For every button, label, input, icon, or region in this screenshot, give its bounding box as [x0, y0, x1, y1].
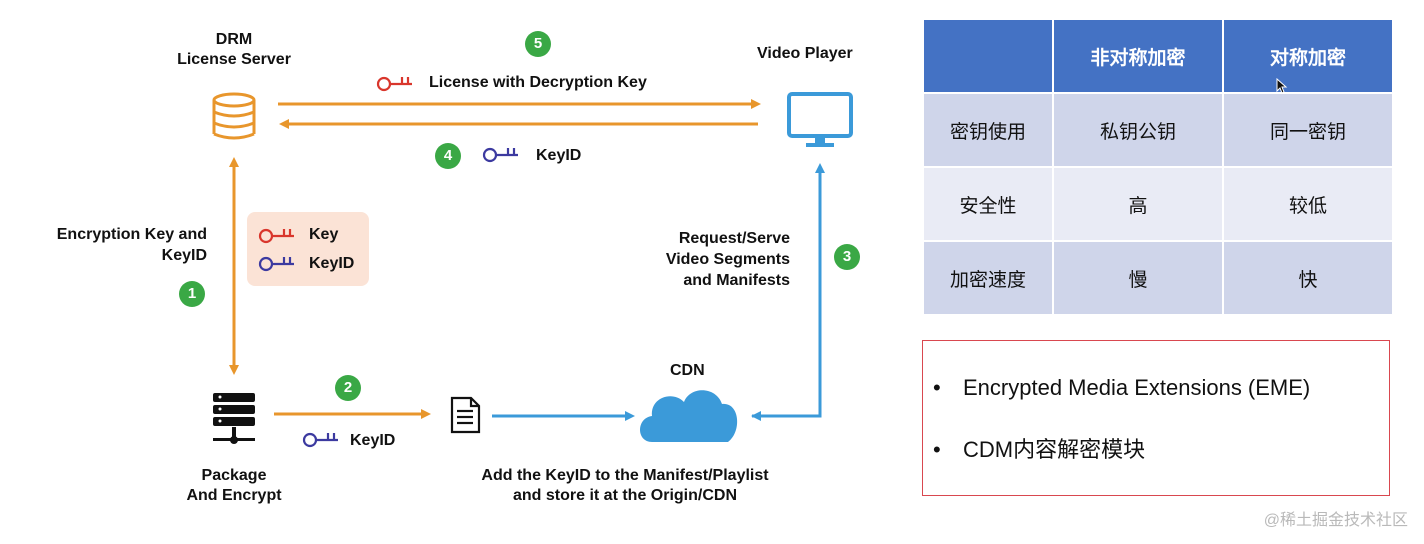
drm-server-label: DRM License Server: [150, 30, 318, 70]
encryption-key-line2: KeyID: [161, 247, 207, 264]
server-icon: [213, 393, 255, 444]
step-2-badge: 2: [335, 375, 361, 401]
request-label: Request/Serve Video Segments and Manifes…: [600, 228, 790, 291]
request-line3: and Manifests: [683, 272, 790, 289]
step-4-badge: 4: [435, 143, 461, 169]
table-cell: 私钥公钥: [1052, 92, 1224, 168]
cdn-label: CDN: [670, 362, 705, 379]
keybox-key-label: Key: [309, 226, 339, 243]
drm-label-line2: License Server: [177, 51, 291, 68]
table-header-cell: 对称加密: [1222, 18, 1394, 94]
request-line2: Video Segments: [665, 251, 790, 268]
table-row: 密钥使用 私钥公钥 同一密钥: [922, 92, 1394, 168]
keyid-label-top: KeyID: [536, 147, 582, 164]
drm-diagram: [212, 76, 853, 448]
note-item: • Encrypted Media Extensions (EME): [933, 375, 1310, 401]
step-5-badge: 5: [525, 31, 551, 57]
keybox: [247, 212, 369, 286]
video-player-label: Video Player: [757, 45, 853, 62]
table-header-row: 非对称加密 对称加密: [922, 18, 1394, 94]
manifest-line1: Add the KeyID to the Manifest/Playlist: [481, 467, 769, 484]
note-item: • CDM内容解密模块: [933, 432, 1145, 464]
keybox-keyid-label: KeyID: [309, 255, 355, 272]
monitor-icon: [787, 92, 853, 147]
manifest-label: Add the KeyID to the Manifest/Playlist a…: [420, 466, 830, 506]
note-text: CDM内容解密模块: [963, 437, 1146, 462]
bullet-icon: •: [933, 375, 941, 400]
notes-box: • Encrypted Media Extensions (EME) • CDM内容…: [922, 340, 1390, 496]
comparison-table: 非对称加密 对称加密 密钥使用 私钥公钥 同一密钥 安全性 高 较低 加密速度 …: [922, 18, 1394, 316]
package-keyid-icon: [302, 432, 338, 448]
table-cell: 较低: [1222, 166, 1394, 242]
table-header-cell: 非对称加密: [1052, 18, 1224, 94]
packager-line1: Package: [201, 467, 267, 484]
keybox-icons-layer: [258, 228, 294, 272]
step-1-badge: 1: [179, 281, 205, 307]
mouse-cursor-icon: [1276, 78, 1288, 94]
cloud-icon: [640, 390, 738, 442]
database-icon: [212, 92, 256, 140]
license-key-icon: [376, 76, 412, 92]
encryption-key-line1: Encryption Key and: [56, 226, 207, 243]
table-row: 安全性 高 较低: [922, 166, 1394, 242]
table-cell: 安全性: [922, 166, 1054, 242]
step-3-badge: 3: [834, 244, 860, 270]
document-icon: [450, 396, 481, 434]
drm-label-line1: DRM: [215, 31, 253, 48]
table-cell: 密钥使用: [922, 92, 1054, 168]
keyid-key-icon-top: [482, 147, 518, 163]
package-keyid-label: KeyID: [350, 432, 396, 449]
manifest-line2: and store it at the Origin/CDN: [512, 487, 737, 504]
table-cell: 高: [1052, 166, 1224, 242]
packager-line2: And Encrypt: [186, 487, 282, 504]
request-line1: Request/Serve: [678, 230, 790, 247]
encryption-key-label: Encryption Key and KeyID: [10, 224, 207, 266]
table-cell: 快: [1222, 240, 1394, 316]
table-cell: 慢: [1052, 240, 1224, 316]
watermark: @稀土掘金技术社区: [1263, 512, 1408, 529]
table-header-cell: [922, 18, 1054, 94]
note-text: Encrypted Media Extensions (EME): [963, 375, 1311, 400]
table-row: 加密速度 慢 快: [922, 240, 1394, 316]
table-cell: 加密速度: [922, 240, 1054, 316]
packager-label: Package And Encrypt: [150, 466, 318, 506]
license-label: License with Decryption Key: [429, 74, 647, 91]
bullet-icon: •: [933, 437, 941, 462]
table-cell: 同一密钥: [1222, 92, 1394, 168]
